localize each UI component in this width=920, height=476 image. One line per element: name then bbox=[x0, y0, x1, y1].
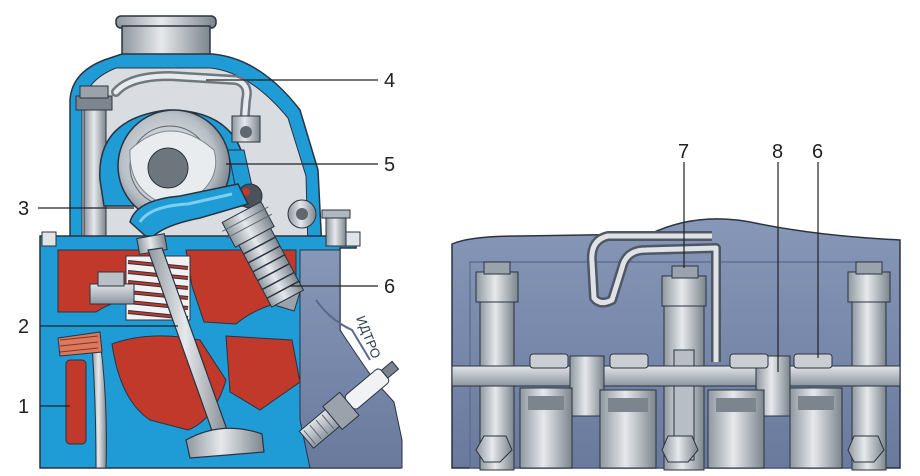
head-bolts bbox=[41, 209, 361, 247]
filler-neck bbox=[115, 15, 217, 57]
callout-1: 1 bbox=[18, 396, 29, 418]
callout-7: 7 bbox=[678, 141, 689, 163]
callout-6-left: 6 bbox=[384, 276, 395, 298]
hydraulic-tensioner bbox=[221, 201, 305, 312]
casting-stamp: ИДТРО bbox=[353, 314, 384, 361]
spark-plug bbox=[298, 360, 400, 449]
shaft-clamp-left bbox=[569, 355, 605, 417]
cross-section-view: ИДТРО bbox=[38, 15, 403, 469]
callout-leaders-left bbox=[38, 79, 378, 407]
callout-8: 8 bbox=[772, 141, 783, 163]
callout-6-right: 6 bbox=[812, 141, 823, 163]
valve-guide bbox=[57, 331, 107, 469]
callout-2: 2 bbox=[18, 316, 29, 338]
rocker-caps bbox=[529, 353, 833, 369]
callout-leaders-right bbox=[683, 162, 819, 372]
callout-3: 3 bbox=[18, 198, 29, 220]
valve bbox=[136, 233, 265, 459]
rocker-shaft bbox=[451, 365, 901, 387]
callout-4: 4 bbox=[384, 70, 395, 92]
lower-bolts bbox=[475, 387, 885, 469]
top-detail-view bbox=[451, 162, 901, 471]
callout-5: 5 bbox=[384, 154, 395, 176]
